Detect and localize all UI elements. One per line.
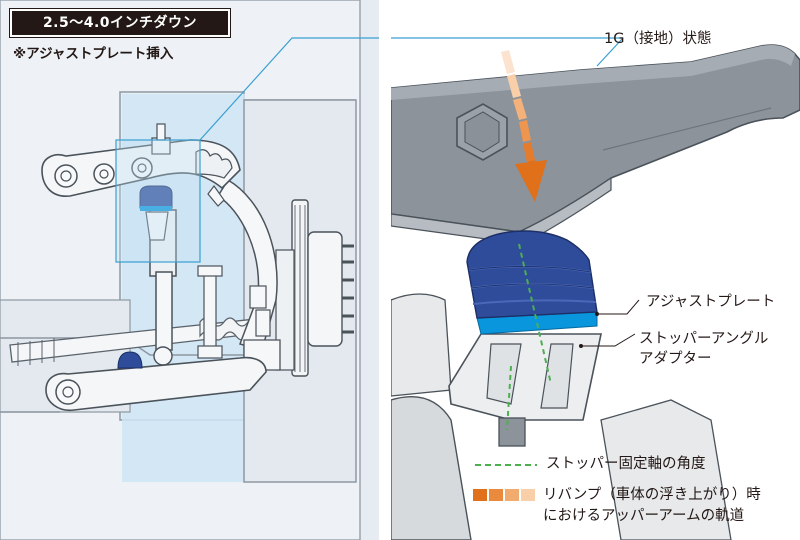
stopper-angle-adapter (448, 333, 602, 421)
bump-stopper (466, 230, 598, 319)
legend-axis-angle: ストッパー固定軸の角度 (546, 456, 706, 472)
panel-divider (379, 0, 391, 540)
adjust-plate-small (140, 206, 172, 211)
adjust-plate-note: ※アジャストプレート挿入 (13, 46, 174, 62)
lower-arm (45, 356, 267, 412)
adapter-label-line1: ストッパーアングル (639, 331, 769, 347)
suspension-overview-illustration (0, 0, 379, 540)
legend-rebound-line2: におけるアッパーアームの軌道 (543, 508, 745, 524)
legend-rebound-line1: リバンプ（車体の浮き上がり）時 (543, 487, 761, 503)
detail-frame (115, 139, 201, 263)
lower-bump-stopper (117, 351, 143, 369)
lowering-range-badge: 2.5〜4.0インチダウン (9, 8, 231, 38)
stopper-axis-line (518, 243, 552, 385)
left-overview-panel: 2.5〜4.0インチダウン ※アジャストプレート挿入 (0, 0, 379, 540)
legend-rebound-swatch (473, 489, 535, 501)
right-detail-panel: 1G（接地）状態 アジャストプレート ストッパーアングル アダプター ストッパー… (391, 0, 800, 540)
adapter-label-line2: アダプター (639, 351, 712, 367)
state-label: 1G（接地）状態 (604, 31, 712, 47)
rebound-trajectory-arrow (501, 50, 547, 202)
adjust-plate-label: アジャストプレート (646, 294, 776, 310)
detail-leader-line (199, 37, 379, 141)
bump-stopper-small (139, 185, 173, 209)
stopper-detail-illustration (391, 37, 800, 540)
